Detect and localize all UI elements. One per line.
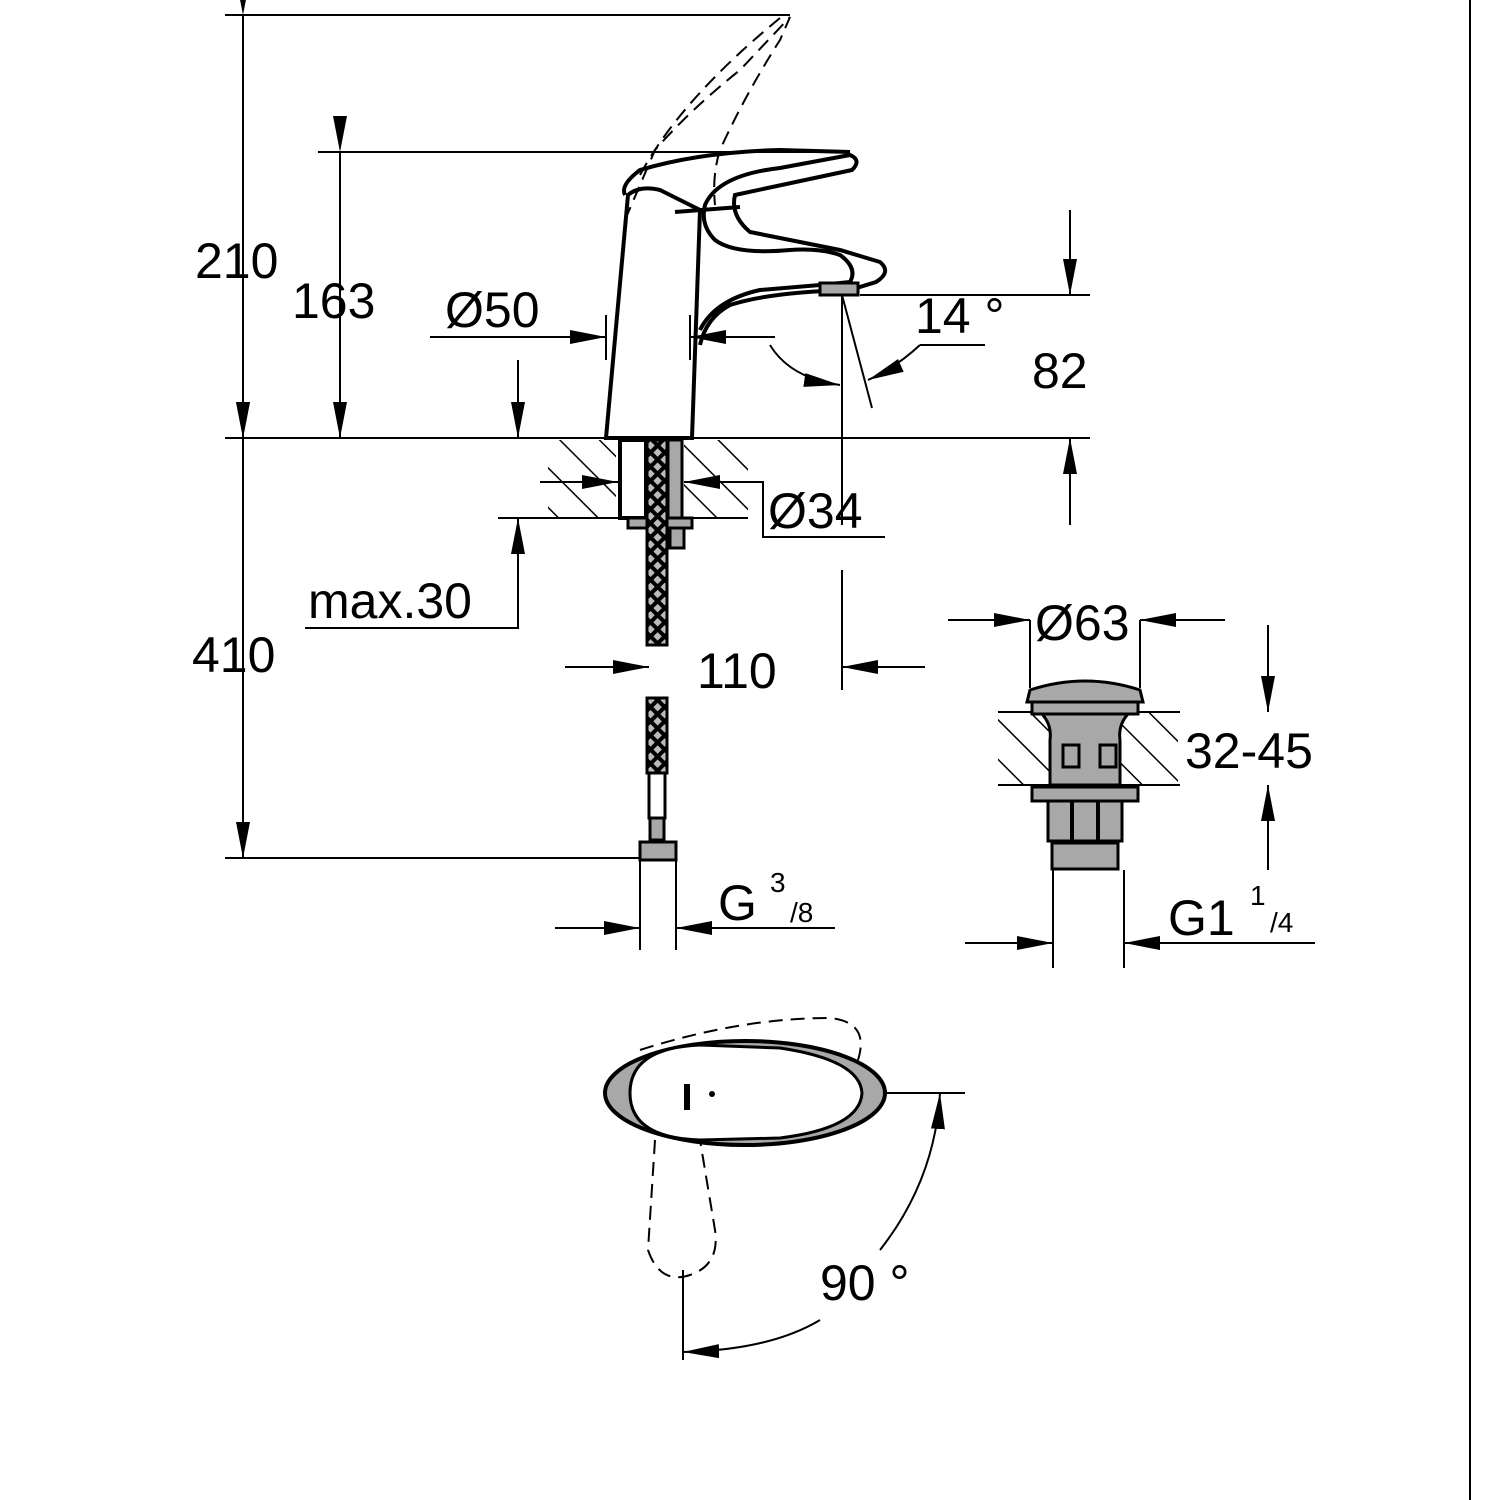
- svg-text:/4: /4: [1270, 907, 1293, 938]
- svg-text:G1: G1: [1168, 890, 1235, 946]
- svg-text:90 °: 90 °: [820, 1255, 910, 1311]
- svg-text:32-45: 32-45: [1185, 723, 1313, 779]
- svg-text:210: 210: [195, 233, 278, 289]
- svg-text:82: 82: [1032, 343, 1088, 399]
- svg-text:Ø63: Ø63: [1035, 595, 1130, 651]
- supply-hose: [638, 438, 678, 950]
- dim-angle-14: 14 °: [769, 288, 1005, 409]
- dim-32-45: 32-45: [1185, 625, 1313, 870]
- svg-text:/8: /8: [790, 897, 813, 928]
- svg-text:14 °: 14 °: [915, 288, 1005, 344]
- svg-text:G: G: [718, 875, 757, 931]
- dim-82: 82: [1032, 210, 1088, 525]
- svg-text:3: 3: [770, 867, 786, 898]
- extension-lines: [225, 14, 1090, 859]
- dim-angle-90: 90 °: [682, 1092, 945, 1359]
- dim-110: 110: [565, 643, 925, 699]
- svg-text:Ø50: Ø50: [445, 282, 540, 338]
- dim-210: 210: [195, 0, 278, 438]
- dim-thread-g1-14: G1 1 /4: [965, 880, 1315, 950]
- dim-163: 163: [292, 116, 375, 438]
- svg-text:163: 163: [292, 273, 375, 329]
- dim-max-30: max.30: [305, 360, 548, 629]
- dim-diameter-50: Ø50: [430, 282, 775, 360]
- dim-diameter-63: Ø63: [948, 595, 1225, 651]
- faucet-side-view: [603, 16, 888, 440]
- svg-text:max.30: max.30: [308, 573, 472, 629]
- dim-diameter-34: Ø34: [540, 475, 885, 539]
- svg-text:110: 110: [697, 643, 777, 699]
- waste-drain-section: [998, 620, 1180, 968]
- svg-text:410: 410: [192, 627, 275, 683]
- dim-thread-g38: G 3 /8: [555, 867, 835, 935]
- dim-410: 410: [192, 402, 275, 858]
- faucet-top-view: [603, 1016, 965, 1360]
- svg-text:1: 1: [1250, 880, 1266, 911]
- svg-text:Ø34: Ø34: [768, 483, 863, 539]
